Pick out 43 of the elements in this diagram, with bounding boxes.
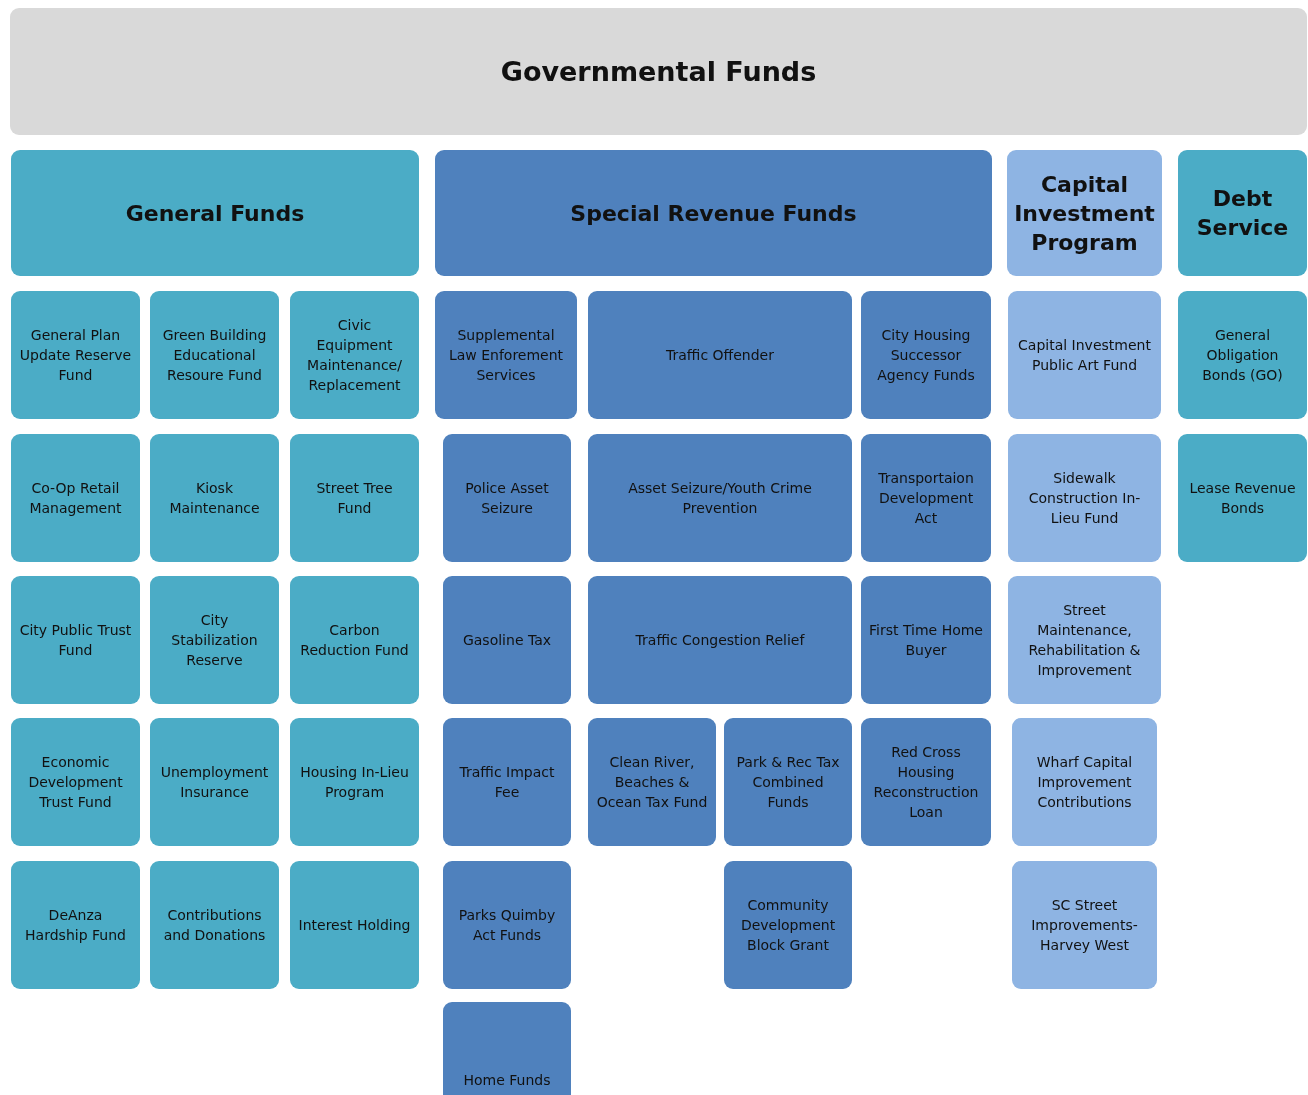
fund-box: Green Building Educational Resoure Fund [150,291,279,419]
fund-box: City Public Trust Fund [11,576,140,704]
fund-box: Co-Op Retail Management [11,434,140,562]
fund-box: General Obligation Bonds (GO) [1178,291,1307,419]
fund-box: Economic Development Trust Fund [11,718,140,846]
fund-box: Transportaion Development Act [861,434,991,562]
fund-box: First Time Home Buyer [861,576,991,704]
fund-box: Housing In-Lieu Program [290,718,419,846]
fund-box: DeAnza Hardship Fund [11,861,140,989]
fund-box: Supplemental Law Enforement Services [435,291,577,419]
fund-box: Clean River, Beaches & Ocean Tax Fund [588,718,716,846]
fund-box: City Housing Successor Agency Funds [861,291,991,419]
fund-box: Home Funds [443,1002,571,1095]
fund-box: Police Asset Seizure [443,434,571,562]
fund-box: General Plan Update Reserve Fund [11,291,140,419]
fund-box: Interest Holding [290,861,419,989]
fund-box: Contributions and Donations [150,861,279,989]
group-header-box: Capital Investment Program [1007,150,1162,276]
fund-box: Capital Investment Public Art Fund [1008,291,1161,419]
fund-box: Traffic Impact Fee [443,718,571,846]
fund-box: Traffic Congestion Relief [588,576,852,704]
fund-box: Gasoline Tax [443,576,571,704]
fund-box: SC Street Improvements-Harvey West [1012,861,1157,989]
fund-box: Wharf Capital Improvement Contributions [1012,718,1157,846]
group-header-box: General Funds [11,150,419,276]
fund-box: Red Cross Housing Reconstruction Loan [861,718,991,846]
fund-box: Sidewalk Construction In-Lieu Fund [1008,434,1161,562]
fund-box: Asset Seizure/Youth Crime Prevention [588,434,852,562]
fund-box: Park & Rec Tax Combined Funds [724,718,852,846]
group-header-box: Special Revenue Funds [435,150,992,276]
fund-box: Unemployment Insurance [150,718,279,846]
group-header-box: Debt Service [1178,150,1307,276]
fund-box: Carbon Reduction Fund [290,576,419,704]
fund-box: Street Maintenance, Rehabilitation & Improvement [1008,576,1161,704]
fund-box: Community Development Block Grant [724,861,852,989]
fund-box: Kiosk Maintenance [150,434,279,562]
fund-box: Traffic Offender [588,291,852,419]
fund-box: City Stabilization Reserve [150,576,279,704]
fund-box: Civic Equipment Maintenance/ Replacement [290,291,419,419]
fund-box: Street Tree Fund [290,434,419,562]
fund-box: Lease Revenue Bonds [1178,434,1307,562]
fund-box: Parks Quimby Act Funds [443,861,571,989]
group-header-box: Governmental Funds [10,8,1307,135]
